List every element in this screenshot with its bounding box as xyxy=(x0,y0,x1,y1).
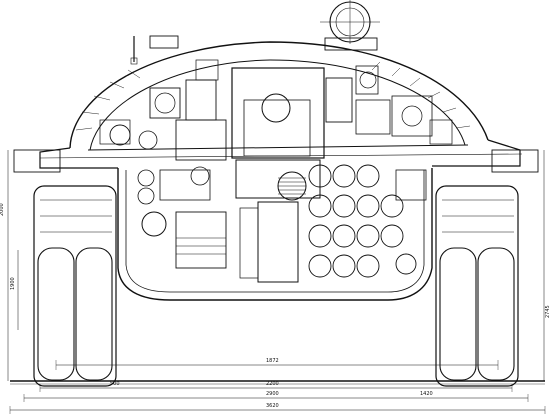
right-turret-equipment xyxy=(325,65,453,145)
dim-overall-width: 3620 xyxy=(266,403,279,409)
dim-right-height: 2745 xyxy=(545,305,551,318)
left-turret-equipment xyxy=(99,59,227,269)
ground-line xyxy=(10,380,545,385)
dim-track-gauge: 1872 xyxy=(266,358,279,364)
dim-ground-clearance: 500 xyxy=(110,381,120,387)
horizontal-dimensions xyxy=(9,360,546,414)
dim-inner-width: 2200 xyxy=(266,381,279,387)
dim-total-height-left: 2000 xyxy=(0,203,5,216)
right-track xyxy=(435,149,539,387)
ammunition-rack xyxy=(308,164,427,278)
dim-hull-floor-offset: 1420 xyxy=(420,391,433,397)
dim-hull-width: 2900 xyxy=(266,391,279,397)
commander-cupola xyxy=(320,0,380,51)
left-track xyxy=(13,149,117,387)
turret-dome xyxy=(69,41,489,151)
loader-hatch xyxy=(149,35,179,49)
antenna xyxy=(130,36,138,65)
vertical-dimensions xyxy=(7,150,545,381)
gun-breech-assembly xyxy=(231,67,325,283)
dim-wheel-height: 1900 xyxy=(10,277,16,290)
